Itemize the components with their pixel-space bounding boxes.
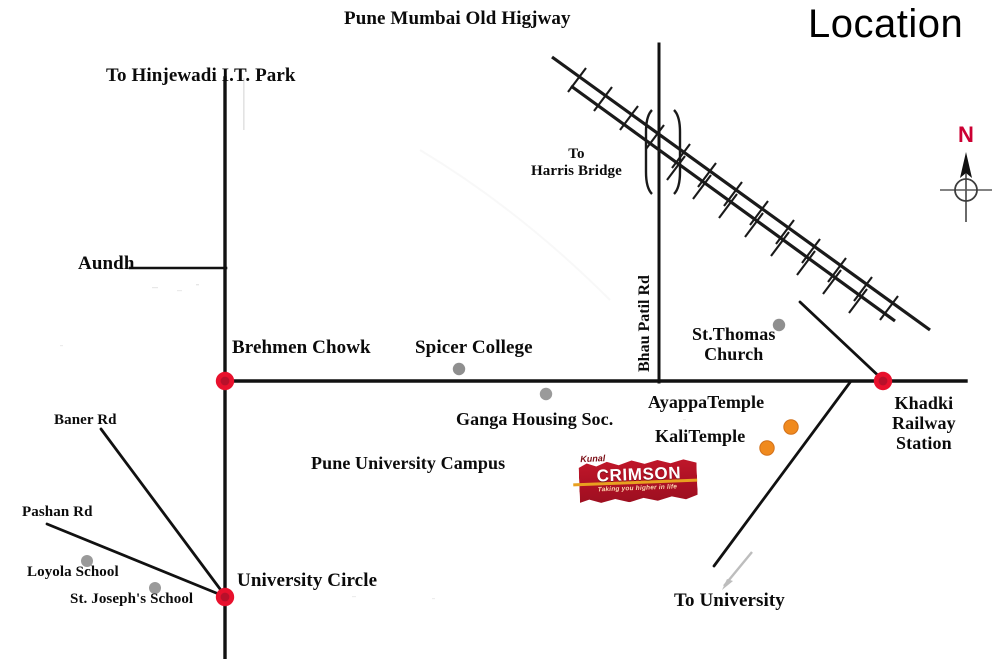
junction-markers (215, 371, 893, 607)
label-loyola-school: Loyola School (27, 564, 119, 580)
road-network (45, 42, 968, 659)
page-title: Location (808, 2, 964, 46)
label-ganga-housing-soc: Ganga Housing Soc. (456, 409, 614, 429)
label-aundh: Aundh (78, 253, 135, 274)
road-to-university-diag (712, 379, 853, 568)
ganga-housing-dot (539, 387, 553, 401)
road-pashan (45, 522, 228, 599)
st-josephs-school-dot (149, 582, 161, 594)
label-khadki-railway-station: Khadki Railway Station (892, 393, 956, 454)
railway-line (551, 55, 931, 332)
label-pune-mumbai-old-highway: Pune Mumbai Old Higjway (344, 8, 571, 29)
to-university-arrow (722, 551, 753, 590)
university-circle-node (215, 587, 235, 607)
label-to-hinjewadi-it-park: To Hinjewadi I.T. Park (106, 65, 296, 86)
compass-north-label: N (958, 122, 974, 147)
label-st-thomas-church: St.Thomas Church (692, 324, 776, 365)
railway-track-upper (551, 55, 931, 332)
spicer-college-dot (452, 362, 466, 376)
road-baner (99, 427, 228, 599)
road-khadki-northeast-diag (798, 300, 886, 383)
railway-ties-lower (666, 155, 868, 314)
st-thomas-church-dot (772, 318, 786, 332)
label-bhau-patil-rd: Bhau Patil Rd (636, 275, 653, 372)
compass-north-arrow (960, 152, 972, 178)
railway-track-lower (570, 84, 896, 323)
loyola-school-dot (81, 555, 93, 567)
crimson-logo[interactable]: Kunal CRIMSON Taking you higher in life (572, 450, 698, 505)
ayappa-temple-dot (783, 419, 799, 435)
label-to-harris-bridge: To Harris Bridge (531, 146, 622, 179)
label-spicer-college: Spicer College (415, 337, 533, 358)
label-st-josephs-school: St. Joseph's School (70, 591, 194, 607)
crimson-logo-prefix: Kunal (580, 453, 606, 465)
label-pashan-rd: Pashan Rd (22, 504, 93, 520)
label-university-circle: University Circle (237, 570, 378, 591)
kali-temple-dot (759, 440, 775, 456)
label-kali-temple: KaliTemple (655, 426, 746, 446)
label-baner-rd: Baner Rd (54, 412, 117, 428)
khadki-station-node (873, 371, 893, 391)
label-to-university: To University (674, 590, 785, 611)
label-ayappa-temple: AyappaTemple (648, 392, 765, 412)
scan-artifacts (60, 78, 686, 600)
label-pune-university-campus: Pune University Campus (311, 453, 506, 473)
poi-dots (81, 318, 799, 594)
railway-ties-upper (567, 67, 899, 321)
label-brehmen-chowk: Brehmen Chowk (232, 337, 371, 358)
railway-bridge-brackets (644, 109, 682, 195)
compass-rose-icon (940, 152, 992, 222)
brehmen-chowk-node (215, 371, 235, 391)
